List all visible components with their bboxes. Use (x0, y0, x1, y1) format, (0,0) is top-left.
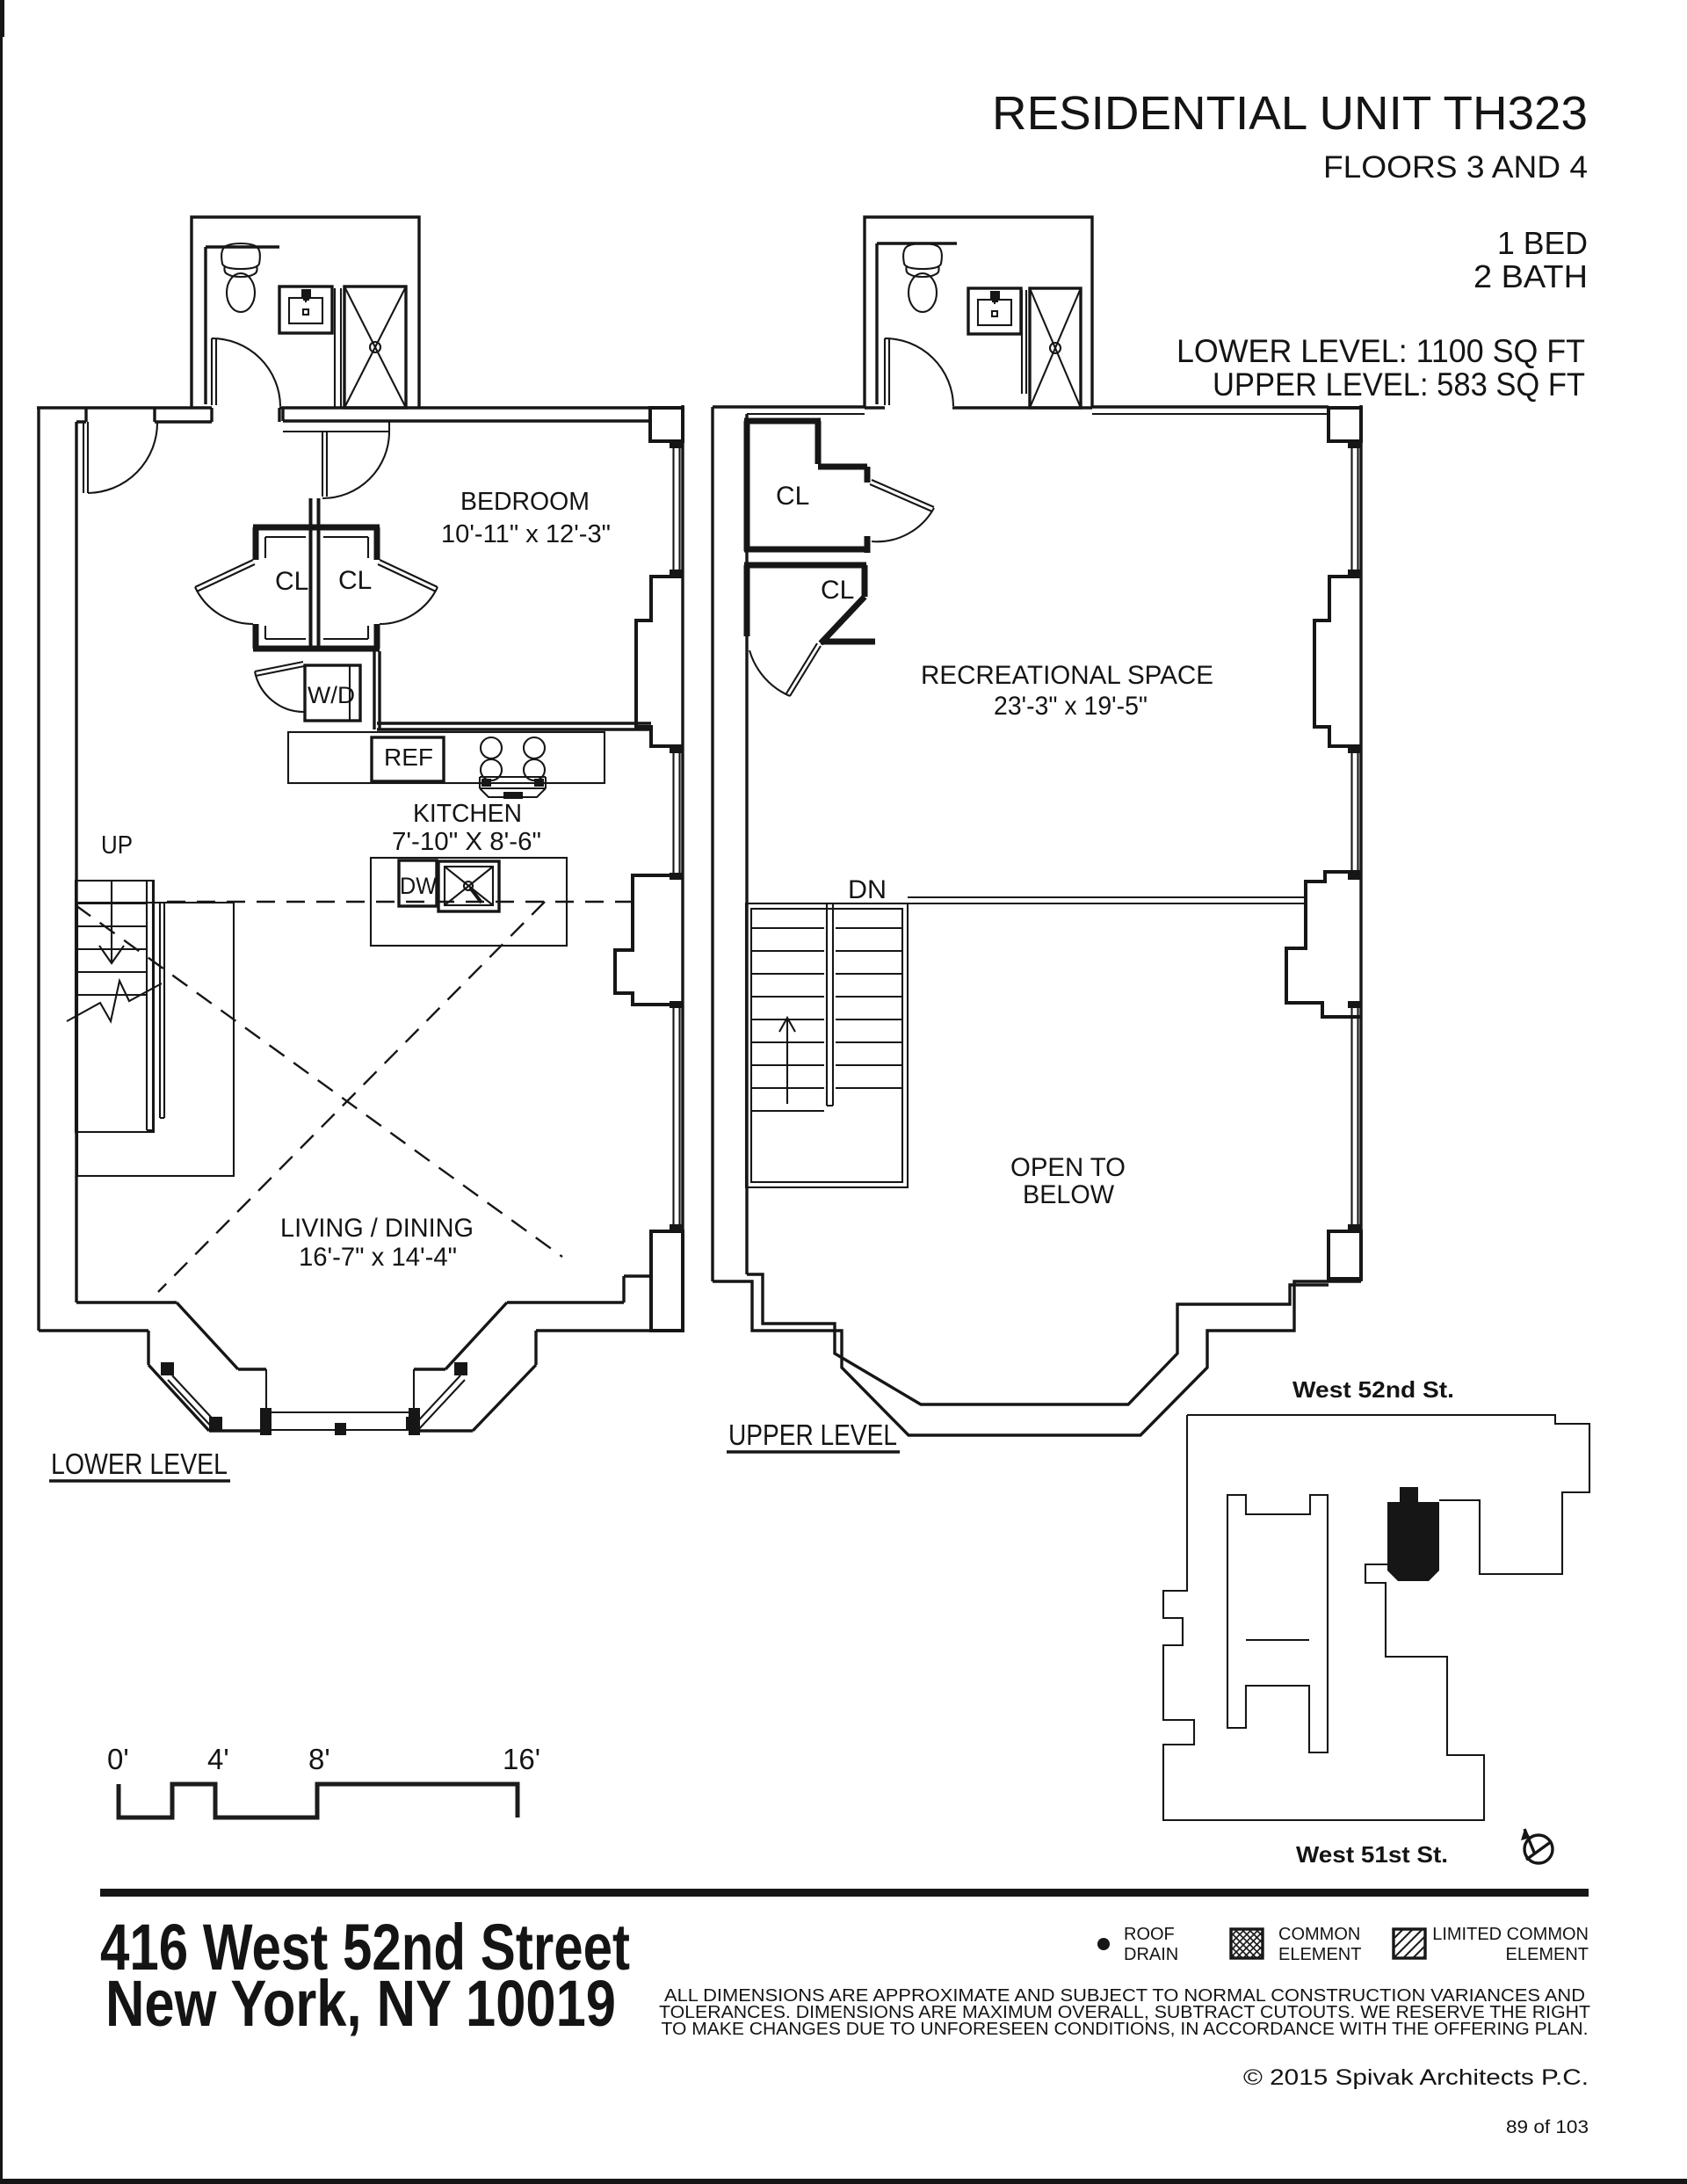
svg-text:16'-7" x 14'-4": 16'-7" x 14'-4" (299, 1243, 457, 1272)
svg-text:LOWER LEVEL: LOWER LEVEL (51, 1448, 228, 1480)
svg-text:UPPER LEVEL: 583 SQ FT: UPPER LEVEL: 583 SQ FT (1213, 366, 1585, 403)
svg-text:0': 0' (107, 1743, 129, 1775)
svg-text:16': 16' (503, 1743, 540, 1775)
svg-text:COMMON: COMMON (1278, 1925, 1360, 1944)
svg-text:W/D: W/D (308, 682, 355, 708)
svg-text:© 2015 Spivak Architects P.C.: © 2015 Spivak Architects P.C. (1243, 2065, 1589, 2090)
svg-text:ELEMENT: ELEMENT (1506, 1945, 1589, 1964)
svg-text:10'-11" x 12'-3": 10'-11" x 12'-3" (441, 520, 611, 548)
svg-text:West 51st St.: West 51st St. (1296, 1841, 1448, 1868)
svg-text:New York, NY 10019: New York, NY 10019 (105, 1967, 616, 2040)
svg-text:FLOORS 3 AND 4: FLOORS 3 AND 4 (1323, 150, 1588, 185)
svg-text:ALL DIMENSIONS ARE APPROXIMATE: ALL DIMENSIONS ARE APPROXIMATE AND SUBJE… (664, 1986, 1585, 2006)
svg-text:CL: CL (776, 482, 809, 511)
svg-text:7'-10" X 8'-6": 7'-10" X 8'-6" (392, 828, 541, 856)
svg-text:CL: CL (275, 567, 308, 596)
svg-text:BEDROOM: BEDROOM (460, 488, 590, 516)
svg-text:ROOF: ROOF (1124, 1925, 1175, 1944)
svg-text:416 West 52nd Street: 416 West 52nd Street (100, 1911, 630, 1984)
svg-text:DN: DN (848, 875, 887, 904)
svg-text:UP: UP (101, 831, 133, 860)
svg-text:DRAIN: DRAIN (1124, 1945, 1178, 1964)
svg-text:LIMITED COMMON: LIMITED COMMON (1432, 1925, 1589, 1944)
svg-text:1 BED: 1 BED (1497, 225, 1588, 261)
svg-text:89 of 103: 89 of 103 (1506, 2117, 1589, 2137)
svg-text:West 52nd St.: West 52nd St. (1292, 1376, 1454, 1403)
svg-text:4': 4' (207, 1743, 229, 1775)
svg-text:CL: CL (338, 566, 372, 595)
svg-text:RECREATIONAL SPACE: RECREATIONAL SPACE (921, 661, 1213, 690)
svg-text:2 BATH: 2 BATH (1473, 258, 1588, 294)
svg-text:KITCHEN: KITCHEN (413, 800, 522, 828)
svg-text:TOLERANCES. DIMENSIONS ARE MAX: TOLERANCES. DIMENSIONS ARE MAXIMUM OVERA… (659, 2003, 1590, 2022)
svg-text:ELEMENT: ELEMENT (1278, 1945, 1361, 1964)
svg-text:LOWER LEVEL: 1100 SQ FT: LOWER LEVEL: 1100 SQ FT (1177, 333, 1585, 369)
svg-text:RESIDENTIAL UNIT TH323: RESIDENTIAL UNIT TH323 (992, 87, 1588, 140)
svg-text:TO MAKE CHANGES DUE TO UNFORES: TO MAKE CHANGES DUE TO UNFORESEEN CONDIT… (662, 2020, 1589, 2039)
svg-text:OPEN TO: OPEN TO (1010, 1153, 1126, 1182)
svg-text:LIVING / DINING: LIVING / DINING (280, 1214, 474, 1243)
svg-text:UPPER LEVEL: UPPER LEVEL (728, 1419, 897, 1451)
svg-text:23'-3" x 19'-5": 23'-3" x 19'-5" (994, 692, 1148, 721)
svg-text:8': 8' (308, 1743, 330, 1775)
svg-text:CL: CL (821, 576, 854, 605)
svg-text:BELOW: BELOW (1023, 1180, 1115, 1209)
svg-text:REF: REF (384, 744, 433, 771)
svg-text:DW: DW (400, 873, 437, 899)
